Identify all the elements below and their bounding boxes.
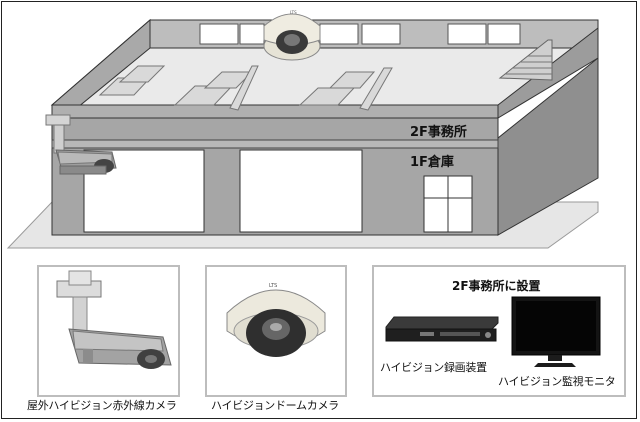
dome-camera-panel: LTS ハイビジョンドームカメラ [205, 265, 347, 412]
svg-text:LTS: LTS [269, 283, 277, 289]
recorder-caption: ハイビジョン録画装置 [380, 361, 487, 374]
roof-dome-camera: LTS [263, 10, 321, 61]
recorder-monitor-icons [385, 296, 601, 367]
outdoor-camera-panel: 屋外ハイビジョン赤外線カメラ [27, 265, 180, 412]
roof-stair [498, 39, 553, 81]
install-panel: 2F事務所に設置 ハイビジョン録画装置 ハイビジョン監視モニタ [372, 265, 626, 397]
dome-camera-icon: LTS [226, 283, 326, 357]
parapet-window [487, 23, 521, 45]
outdoor-camera-caption: 屋外ハイビジョン赤外線カメラ [27, 399, 177, 412]
roof-units [98, 65, 393, 111]
floor1-label: 1F倉庫 [410, 155, 454, 170]
floor2-label: 2F事務所 [410, 125, 467, 140]
floor-divider [51, 139, 499, 149]
outdoor-camera-icon [56, 270, 172, 369]
parapet-window [239, 23, 265, 45]
front-parapet [51, 104, 499, 119]
install-panel-title: 2F事務所に設置 [452, 279, 541, 293]
recorder-icon [385, 316, 499, 342]
parapet-window [447, 23, 487, 45]
parapet-window [361, 23, 401, 45]
parapet-window [199, 23, 239, 45]
monitor-icon [511, 296, 601, 367]
monitor-caption: ハイビジョン監視モニタ [498, 375, 616, 388]
dome-camera-caption: ハイビジョンドームカメラ [211, 399, 339, 412]
shutter-opening [239, 149, 363, 233]
wall-outdoor-camera [45, 114, 117, 175]
parapet-window [319, 23, 359, 45]
svg-text:LTS: LTS [290, 10, 297, 15]
building-illustration: LTS [6, 10, 599, 249]
